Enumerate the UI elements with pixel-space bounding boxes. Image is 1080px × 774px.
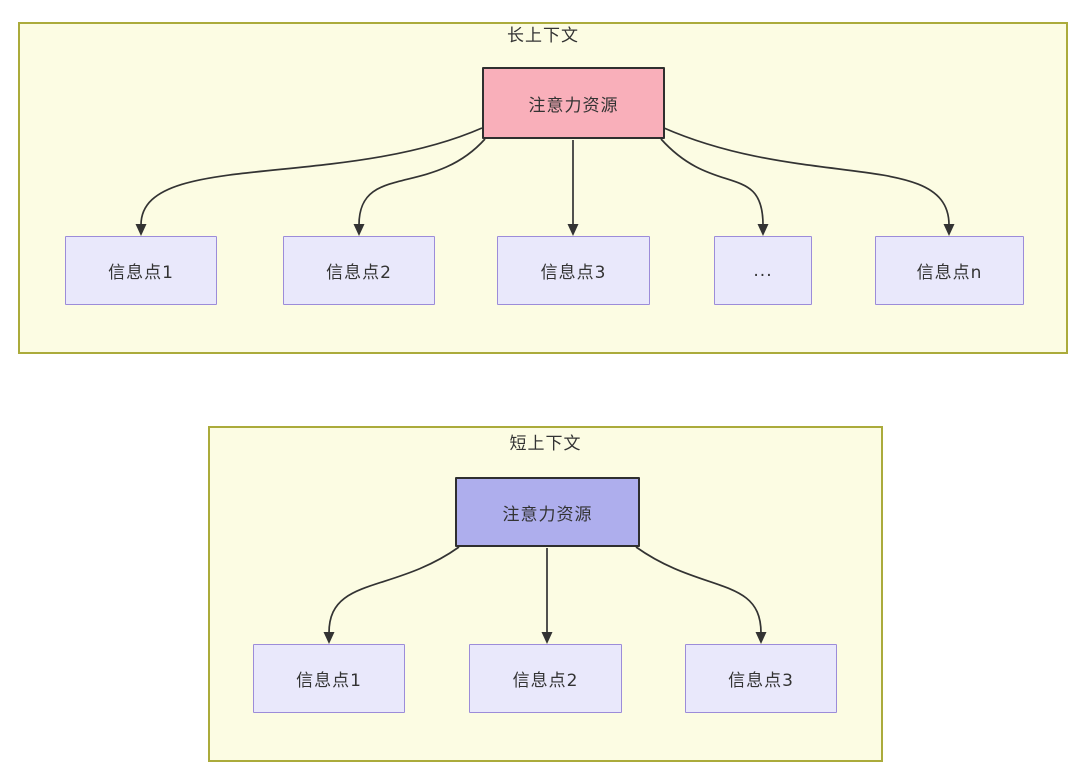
short-context-title: 短上下文 xyxy=(509,434,582,454)
info-node-short-2: 信息点2 xyxy=(469,644,622,713)
info-node-long-2: 信息点2 xyxy=(283,236,435,305)
info-node-long-ellipsis: ... xyxy=(714,236,812,305)
info-node-short-1: 信息点1 xyxy=(253,644,405,713)
info-node-long-n: 信息点n xyxy=(875,236,1024,305)
info-node-long-1: 信息点1 xyxy=(65,236,217,305)
info-node-short-3: 信息点3 xyxy=(685,644,837,713)
attention-node-short: 注意力资源 xyxy=(455,477,640,547)
info-node-long-3: 信息点3 xyxy=(497,236,650,305)
attention-node-long: 注意力资源 xyxy=(482,67,665,139)
long-context-title: 长上下文 xyxy=(507,26,579,46)
